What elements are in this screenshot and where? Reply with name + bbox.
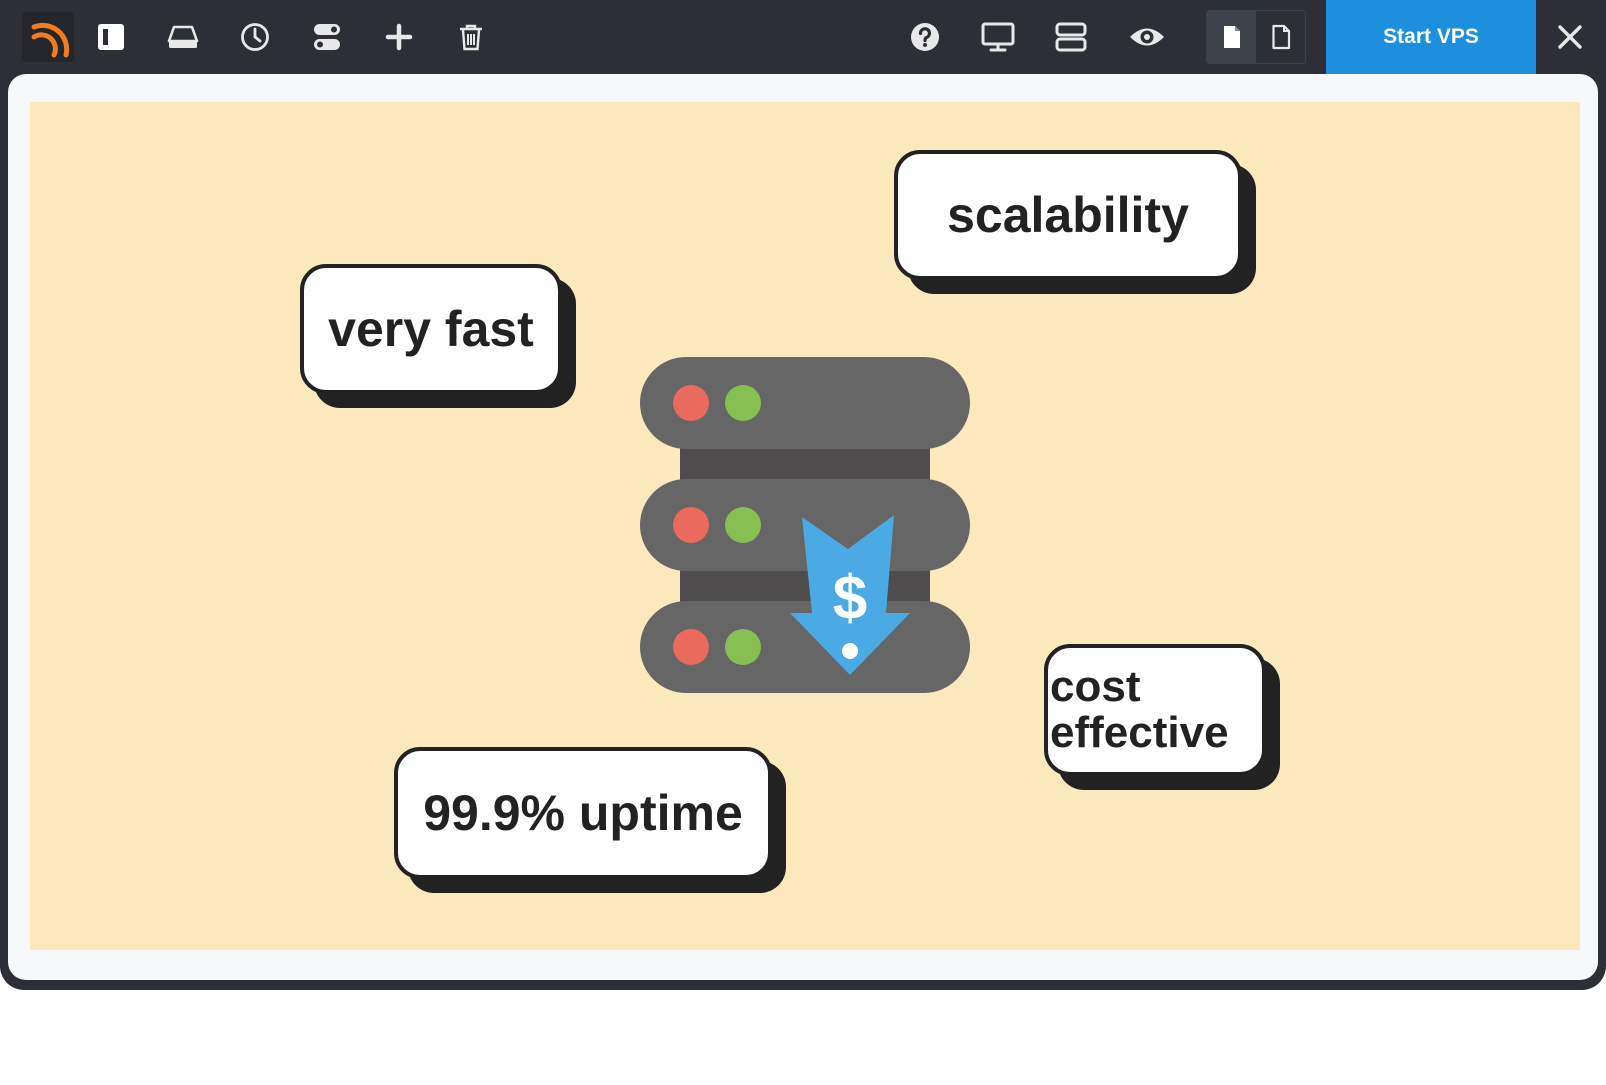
close-icon[interactable] bbox=[1543, 10, 1597, 64]
monitor-icon[interactable] bbox=[971, 10, 1025, 64]
start-vps-button[interactable]: Start VPS bbox=[1326, 0, 1536, 74]
feature-label: scalability bbox=[947, 187, 1189, 243]
led-red bbox=[673, 385, 709, 421]
feature-label: effective bbox=[1050, 708, 1229, 757]
server-illustration: $ bbox=[640, 357, 970, 717]
price-down-arrow-icon: $ bbox=[790, 515, 910, 675]
top-toolbar: Start VPS bbox=[0, 0, 1606, 74]
feature-label: very fast bbox=[328, 301, 534, 357]
page-filled-icon[interactable] bbox=[1207, 11, 1256, 63]
led-red bbox=[673, 629, 709, 665]
led-green bbox=[725, 507, 761, 543]
feature-bubble-cost-effective: cost effective bbox=[1044, 644, 1266, 776]
help-icon[interactable] bbox=[898, 10, 952, 64]
toggle-settings-icon[interactable] bbox=[300, 10, 354, 64]
feature-bubble-uptime: 99.9% uptime bbox=[394, 747, 772, 879]
feature-label: cost bbox=[1050, 662, 1141, 711]
drive-icon[interactable] bbox=[156, 10, 210, 64]
page-outline-icon[interactable] bbox=[1256, 11, 1305, 63]
sidebar-toggle-icon[interactable] bbox=[84, 10, 138, 64]
server-unit-top bbox=[640, 357, 970, 449]
dollar-symbol: $ bbox=[833, 564, 867, 633]
clock-icon[interactable] bbox=[228, 10, 282, 64]
feature-bubble-scalability: scalability bbox=[894, 150, 1242, 280]
plus-icon[interactable] bbox=[372, 10, 426, 64]
rss-logo-icon[interactable] bbox=[22, 12, 74, 62]
eye-icon[interactable] bbox=[1120, 10, 1174, 64]
led-red bbox=[673, 507, 709, 543]
view-mode-toggle bbox=[1206, 10, 1306, 64]
layout-rows-icon[interactable] bbox=[1044, 10, 1098, 64]
feature-label: 99.9% uptime bbox=[423, 785, 743, 841]
feature-bubble-very-fast: very fast bbox=[300, 264, 562, 394]
illustration-canvas: very fast scalability 99.9% uptime cost … bbox=[30, 102, 1580, 950]
trash-icon[interactable] bbox=[444, 10, 498, 64]
led-green bbox=[725, 385, 761, 421]
led-green bbox=[725, 629, 761, 665]
